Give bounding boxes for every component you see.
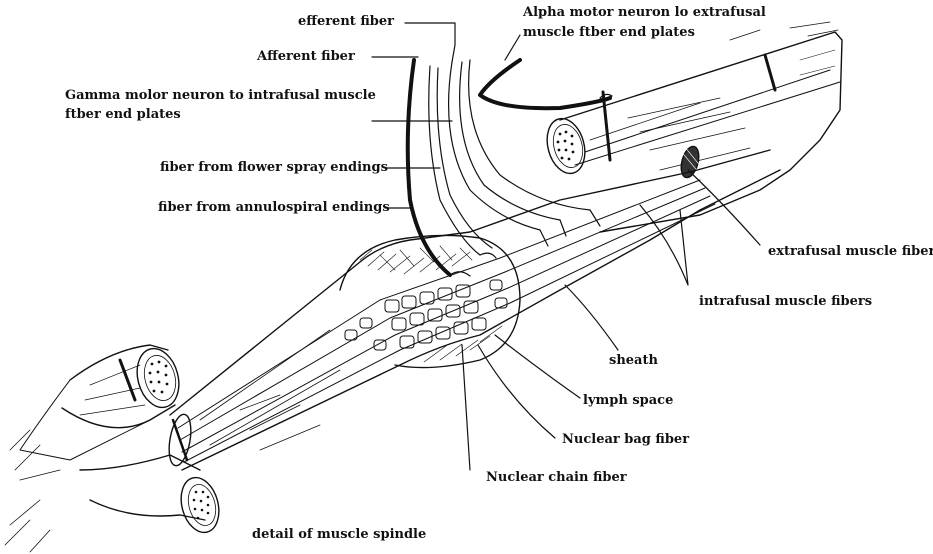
label-intrafusal-muscle-fibers: intrafusal muscle fibers (699, 293, 872, 310)
label-flower-spray: fiber from flower spray endings (160, 159, 388, 176)
label-alpha-motor-neuron-2: muscle ftber end plates (523, 24, 695, 41)
muscle-cross-section-upper (541, 114, 590, 177)
label-lymph-space: lymph space (583, 392, 673, 409)
caption-muscle-spindle: detail of muscle spindle (252, 526, 426, 543)
spindle-body (166, 150, 780, 470)
extrafusal-muscle-bottom (5, 455, 225, 552)
label-afferent-fiber: Afferent fiber (257, 48, 355, 65)
label-gamma-motor-neuron: Gamma molor neuron to intrafusal muscle (65, 87, 376, 104)
label-nuclear-bag-fiber: Nuclear bag fiber (562, 431, 689, 448)
label-extrafusal-muscle-fiber: extrafusal muscle fiber (768, 243, 933, 260)
label-gamma-motor-neuron-2: ftber end plates (65, 106, 181, 123)
extrafusal-muscle-lower-left (10, 344, 185, 480)
label-alpha-motor-neuron: Alpha motor neuron lo extrafusal (523, 4, 766, 21)
label-annulospiral: fiber from annulospiral endings (158, 199, 390, 216)
label-sheath: sheath (609, 352, 658, 369)
label-nuclear-chain-fiber: Nuclear chain fiber (486, 469, 627, 486)
label-efferent-fiber: efferent fiber (298, 13, 394, 30)
